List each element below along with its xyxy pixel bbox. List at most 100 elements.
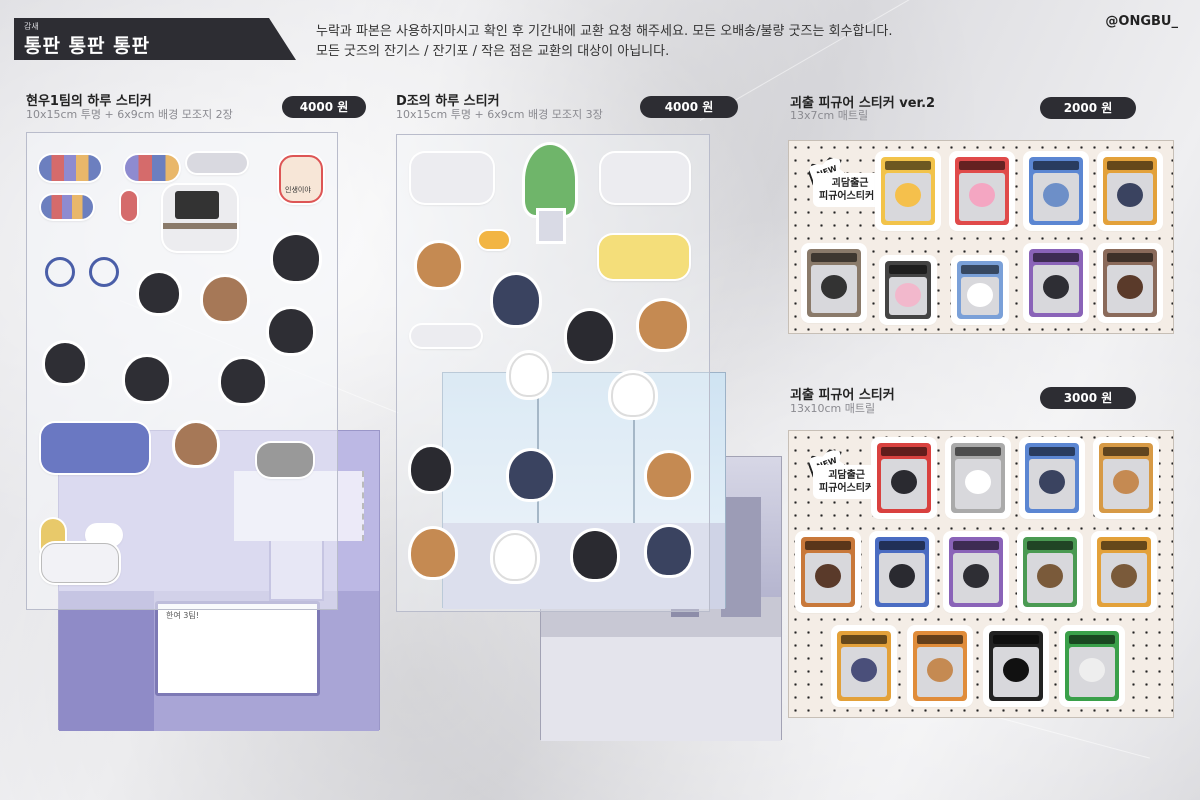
figure-card: [1025, 153, 1087, 229]
sheet-label-line1: 괴담출근: [828, 470, 865, 481]
figure-card: [1021, 439, 1083, 517]
sheet-label-line1: 괴담출근: [831, 178, 869, 189]
page-title: 통판 통판 통판: [24, 35, 151, 57]
shopping-bag-sticker: 인생이야: [279, 155, 323, 203]
plant-sticker: [517, 145, 585, 245]
figure-card: [909, 627, 971, 705]
product-spec: 10x15cm 투명 + 6x9cm 배경 모조지 3장: [396, 108, 603, 121]
black-cat-sticker: [125, 357, 169, 401]
dog-sticker: [411, 529, 455, 577]
black-cat-sticker: [269, 309, 313, 353]
kitchen-counter-sticker: [41, 543, 119, 583]
figure-card: [945, 533, 1007, 611]
figure-card: [873, 439, 935, 517]
figure-card: [947, 439, 1009, 517]
sticker-sheet-clear: 인생이야: [26, 132, 338, 610]
product-spec: 13x10cm 매트릴: [790, 402, 876, 415]
black-deer-sticker: [567, 311, 613, 361]
books-sticker: [125, 155, 179, 181]
figure-card: [833, 627, 895, 705]
skyscraper: [721, 497, 761, 617]
price-badge: 3000 원: [1040, 387, 1136, 409]
plant-leaves: [525, 145, 575, 215]
sheet-label-line2: 피규어스티커2: [819, 191, 882, 202]
window-frame: [633, 373, 635, 607]
figure-card: [953, 257, 1007, 323]
figure-card: [871, 533, 933, 611]
cups-sticker: [87, 525, 121, 545]
sticker-sheet-clear: [396, 134, 710, 612]
stool-sticker: [479, 231, 509, 249]
figure-card: [1093, 533, 1155, 611]
tiger-cat-sticker: [203, 277, 247, 321]
product-spec: 10x15cm 투명 + 6x9cm 배경 모조지 2장: [26, 108, 233, 121]
desk-row: [541, 637, 781, 741]
navy-cat-sticker: [509, 451, 553, 499]
sheet-label: 괴담출근 피규어스티커: [815, 467, 879, 497]
sink-sticker: [257, 443, 313, 477]
yellow-sofa-sticker: [599, 235, 689, 279]
sofa-cat-sticker: [41, 423, 149, 473]
product-title: 괴출 피규어 스티커 ver.2: [790, 96, 936, 111]
dog-sticker: [647, 453, 691, 497]
figure-card: [797, 533, 859, 611]
tiger-cat-sticker: [175, 423, 217, 465]
sheet-label-line2: 피규어스티커: [819, 483, 875, 494]
notice-line-2: 모든 굿즈의 잔기스 / 잔기포 / 작은 점은 교환의 대상이 아닙니다.: [316, 44, 670, 59]
title-small-label: 감새: [24, 22, 39, 31]
figure-card: [1025, 245, 1087, 321]
black-deer-sticker: [411, 447, 451, 491]
wheel: [45, 257, 75, 287]
figure-card: [1099, 153, 1161, 229]
title-tab: [14, 18, 296, 60]
books-sticker: [39, 155, 101, 181]
product-title: D조의 하루 스티커: [396, 94, 500, 109]
navy-cat-sticker: [493, 275, 539, 325]
bag-label: 인생이야: [285, 186, 311, 194]
desk-sticker: [411, 153, 493, 203]
whiteboard-title: 한여 3팀!: [166, 611, 199, 620]
desk-top: [163, 223, 237, 229]
figure-card: [881, 257, 935, 323]
price-badge: 4000 원: [640, 96, 738, 118]
monitor: [175, 191, 219, 219]
figure-sticker-sheet: NEW 괴담출근 피규어스티커: [788, 430, 1174, 718]
books-sticker: [121, 191, 137, 221]
figure-card: [877, 153, 939, 229]
black-cat-sticker: [45, 343, 85, 383]
sheet-label: 괴담출근 피규어스티커2: [815, 175, 886, 205]
dog-sticker: [417, 243, 461, 287]
shelf-sticker: [411, 325, 481, 347]
figure-sticker-sheet-v2: NEW 괴담출근 피규어스티커2: [788, 140, 1174, 334]
printer-sticker: [187, 153, 247, 173]
black-cat-sticker: [139, 273, 179, 313]
notice-line-1: 누락과 파본은 사용하지마시고 확인 후 기간내에 교환 요청 해주세요. 모든…: [316, 24, 893, 39]
white-ghost-sticker: [493, 533, 537, 581]
figure-card: [803, 245, 865, 321]
black-deer-sticker: [573, 531, 617, 579]
black-cat-sticker: [273, 235, 319, 281]
price-badge: 2000 원: [1040, 97, 1136, 119]
product-spec: 13x7cm 매트릴: [790, 109, 869, 122]
figure-card: [1019, 533, 1081, 611]
figure-card: [985, 627, 1047, 705]
dog-sticker: [639, 301, 687, 349]
cabinet: [59, 591, 154, 731]
figure-card: [951, 153, 1013, 229]
books-sticker: [41, 195, 93, 219]
whiteboard: 한여 3팀!: [155, 601, 320, 696]
plant-pot: [539, 211, 563, 241]
figure-card: [1099, 245, 1161, 321]
desk-sticker: [601, 153, 689, 203]
bicycle-sticker: [45, 243, 121, 289]
figure-card: [1095, 439, 1157, 517]
black-cat-sticker: [221, 359, 265, 403]
product-title: 현우1팀의 하루 스티커: [26, 94, 152, 109]
navy-cat-sticker: [647, 527, 691, 575]
price-badge: 4000 원: [282, 96, 366, 118]
desk-computer-sticker: [163, 185, 237, 251]
white-ghost-sticker: [611, 373, 655, 417]
artist-handle: @ONGBU_: [1105, 14, 1178, 29]
figure-card: [1061, 627, 1123, 705]
product-title: 괴출 피규어 스티커: [790, 388, 895, 403]
